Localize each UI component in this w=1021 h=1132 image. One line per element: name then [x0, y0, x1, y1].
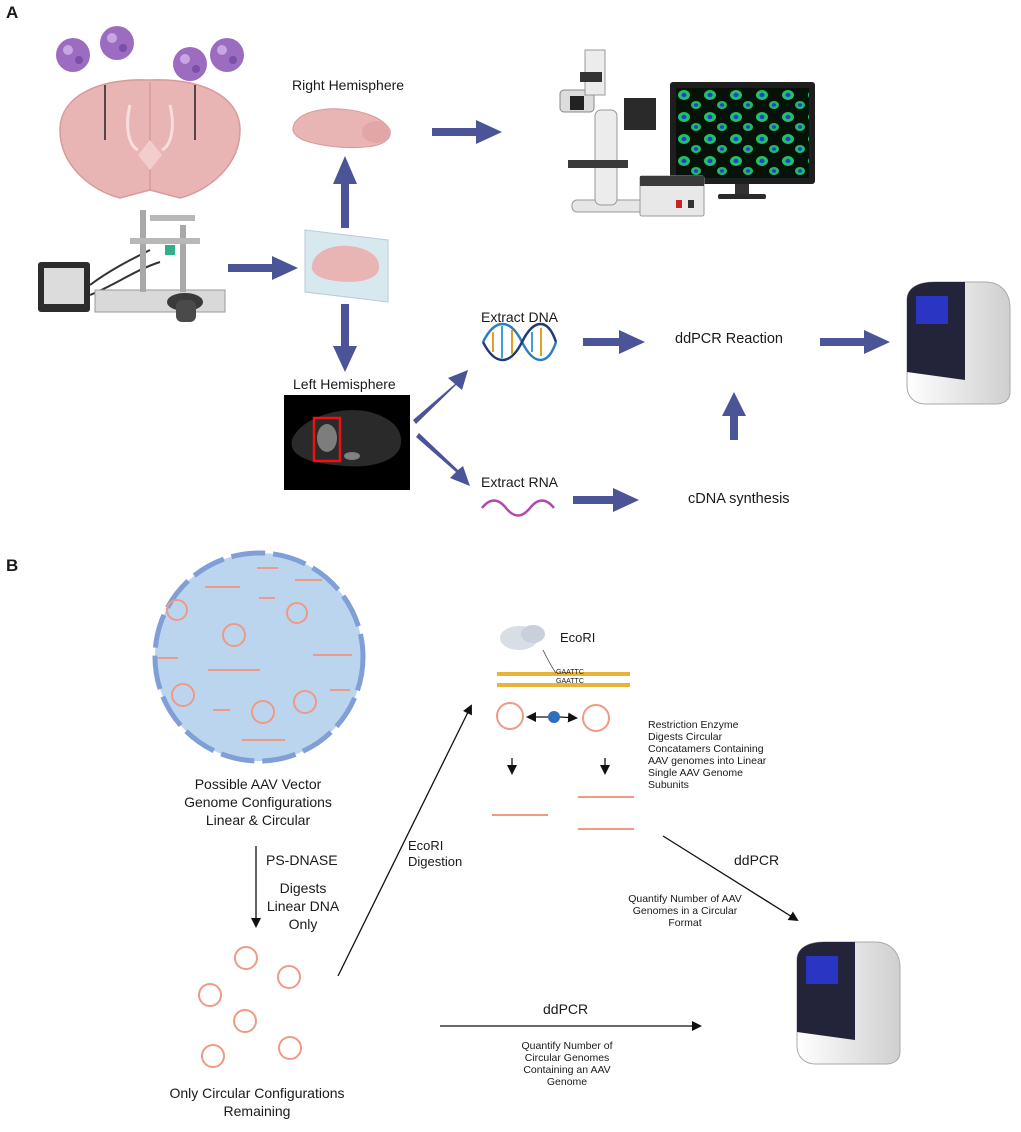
ecori-label: EcoRI [560, 630, 596, 645]
arrow-rig-to-slide [228, 256, 298, 280]
arrow-left-to-rna [416, 433, 470, 486]
ddpcr-machine-top-icon [906, 281, 1011, 405]
ecori-enzyme-icon [500, 625, 545, 650]
left-hemisphere-label: Left Hemisphere [293, 376, 396, 392]
panel-label-a: A [6, 3, 19, 22]
possible-configs-label: Possible AAV Vector Genome Configuration… [184, 776, 332, 828]
right-hemisphere-label: Right Hemisphere [292, 77, 405, 93]
extract-dna-label: Extract DNA [481, 309, 559, 325]
digests-linear-label: Digests Linear DNA Only [266, 880, 340, 932]
virus-icon [210, 38, 244, 72]
arrow-cdna-to-ddpcr [722, 392, 746, 440]
arrow-left-to-dna [413, 370, 468, 424]
gaattc-bottom: GAATTC [556, 678, 584, 685]
dna-strand-icon [497, 672, 630, 687]
restriction-note: Restriction Enzyme Digests Circular Conc… [648, 719, 767, 791]
coronal-brain-section [59, 79, 241, 199]
arrow-ddpcr-to-machine [820, 330, 890, 354]
quantify-circular-genomes-label: Quantify Number of Circular Genomes Cont… [521, 1040, 613, 1088]
restriction-enzyme-icon [548, 711, 560, 723]
extract-rna-label: Extract RNA [481, 474, 559, 490]
arrow-ddpcr-top [662, 835, 799, 922]
brain-slide [304, 229, 389, 303]
panel-b-arrows [251, 704, 799, 1031]
ps-dnase-label: PS-DNASE [266, 852, 338, 868]
panel-label-b: B [6, 556, 19, 575]
arrow-right-to-microscope [432, 120, 502, 144]
arrow-slide-to-right [333, 156, 357, 228]
microscope-icon [559, 49, 656, 213]
arrow-rna-to-cdna [573, 488, 639, 512]
nucleus-with-genomes [152, 550, 366, 764]
ddpcr-bottom-label: ddPCR [543, 1001, 589, 1017]
arrow-slide-to-left [333, 304, 357, 372]
circular-genomes-remaining [198, 946, 302, 1068]
power-supply-icon [639, 175, 705, 217]
virus-icon [100, 26, 134, 60]
arrow-ecori-digestion [337, 704, 472, 977]
panel-a-arrows [228, 120, 890, 512]
stereotaxic-apparatus [38, 210, 226, 322]
ddpcr-top-label: ddPCR [734, 852, 780, 868]
ecori-pointer [542, 649, 557, 674]
cdna-synthesis-label: cDNA synthesis [688, 491, 790, 507]
quantify-circular-format-label: Quantify Number of AAV Genomes in a Circ… [628, 893, 742, 929]
ddpcr-reaction-label: ddPCR Reaction [675, 331, 783, 347]
monitor-icon [670, 82, 815, 199]
digestion-genomes [492, 702, 634, 830]
dna-helix-icon [481, 322, 558, 362]
virus-icon [173, 47, 207, 81]
ddpcr-machine-bottom-icon [796, 941, 901, 1065]
aav-virus-icons [56, 26, 244, 81]
ecori-digestion-label: EcoRI Digestion [408, 838, 463, 869]
arrow-dna-to-ddpcr [583, 330, 645, 354]
arrow-enzyme-right [559, 712, 578, 723]
right-hemisphere-brain [292, 108, 391, 149]
rna-wave-icon [481, 499, 555, 517]
virus-icon [56, 38, 90, 72]
left-hemisphere-image [284, 395, 410, 490]
gaattc-top: GAATTC [556, 669, 584, 676]
only-circular-label: Only Circular Configurations Remaining [169, 1085, 345, 1119]
